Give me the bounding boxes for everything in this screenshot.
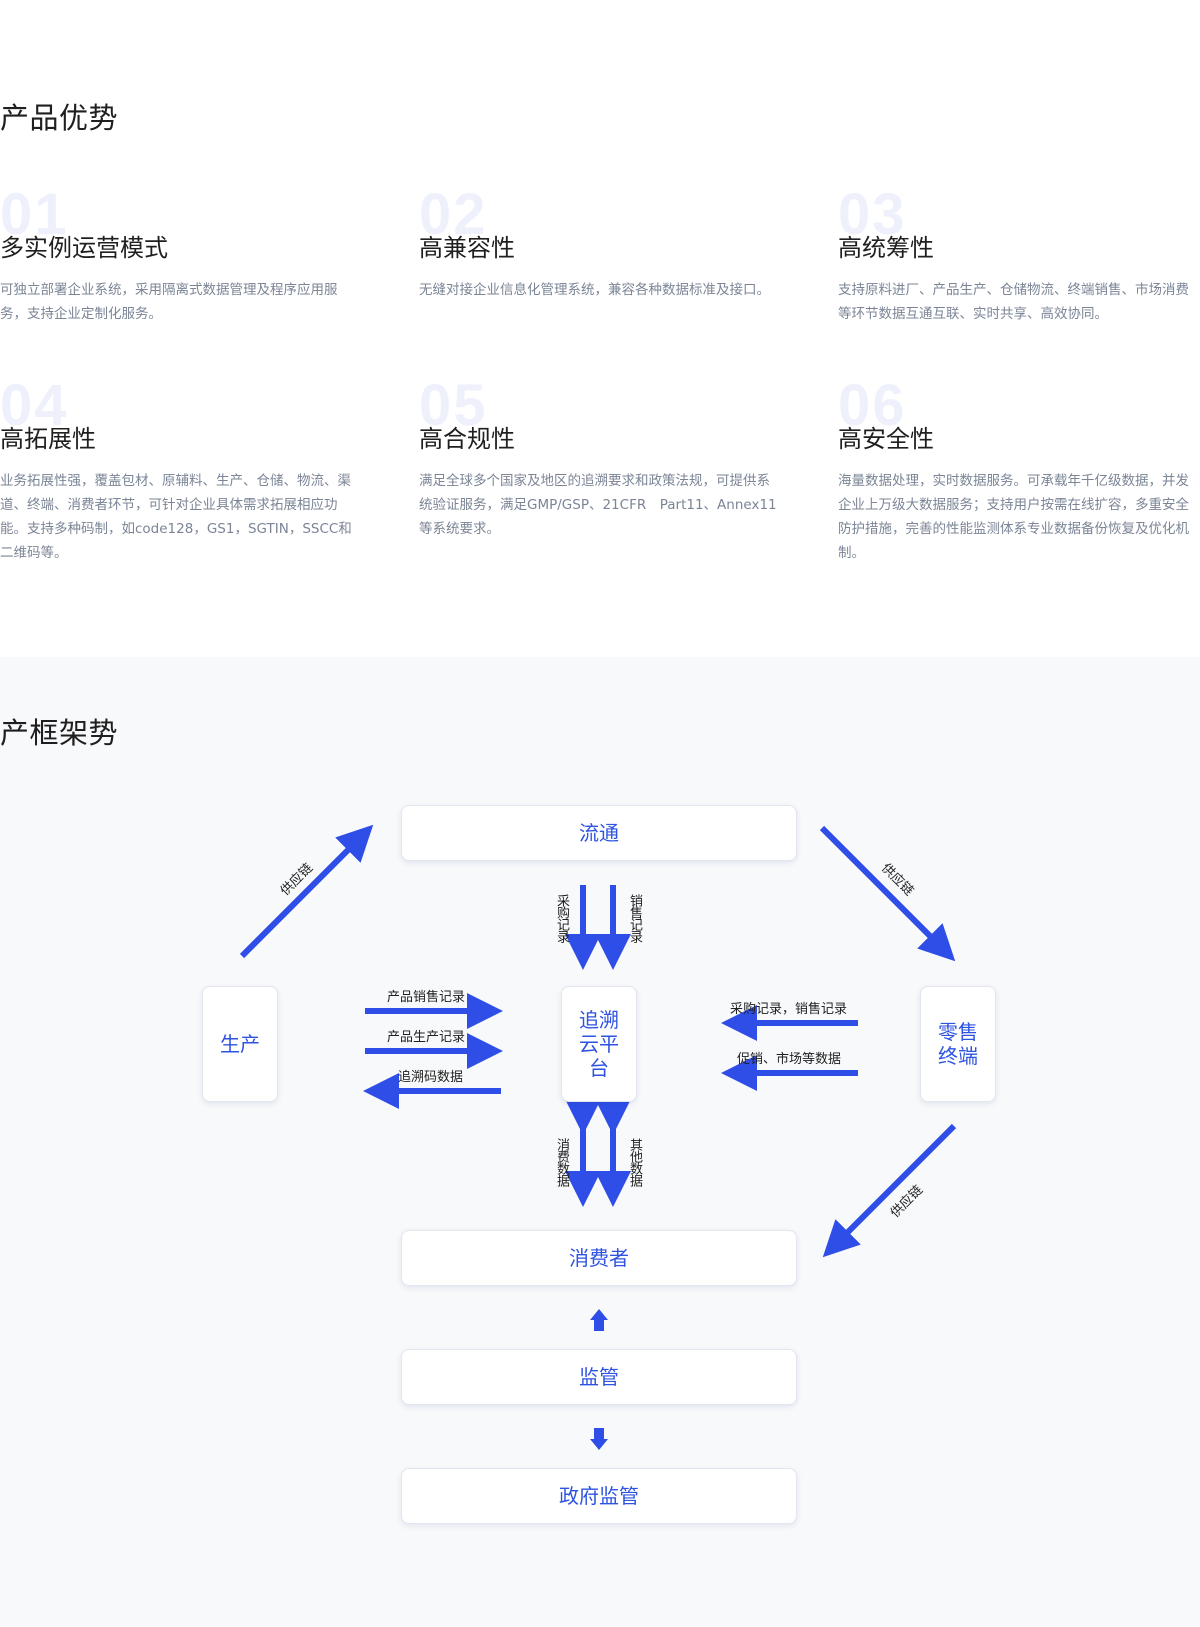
up-arrow-shaft [594,1319,604,1331]
supply-chain-arrow [822,1123,957,1258]
feature-description: 业务拓展性强，覆盖包材、原辅料、生产、仓储、物流、渠道、终端、消费者环节，可针对… [0,473,352,561]
trace-code-data-label: 追溯码数据 [398,1070,464,1085]
down-arrow-shaft [594,1428,604,1440]
feature-number: 04 [0,373,69,438]
feature-title: 高兼容性 [419,234,515,262]
feature-description: 满足全球多个国家及地区的追溯要求和政策法规，可提供系统验证服务，满足GMP/GS… [419,473,777,537]
product-sales-record-label: 产品销售记录 [387,990,466,1005]
feature-number: 02 [419,182,488,247]
node-supervision: 监管 [401,1349,797,1405]
advantages-title: 产品优势 [0,101,119,135]
node-retail-terminal: 零售终端 [920,986,996,1102]
feature-number: 06 [838,373,907,438]
promo-market-data-label: 促销、市场等数据 [737,1052,842,1067]
architecture-title: 产框架势 [0,716,119,750]
feature-description: 可独立部署企业系统，采用隔离式数据管理及程序应用服务，支持企业定制化服务。 [0,282,338,322]
node-production: 生产 [202,986,278,1102]
feature-description: 无缝对接企业信息化管理系统，兼容各种数据标准及接口。 [419,282,770,298]
feature-title: 高合规性 [419,425,515,453]
feature-title: 高安全性 [838,425,934,453]
purchase-record-label: 采购记录 [554,894,569,942]
node-consumer: 消费者 [401,1230,797,1286]
feature-title: 高统筹性 [838,234,934,262]
supply-chain-arrow [819,825,956,962]
purchase-sales-record-label: 采购记录，销售记录 [730,1002,848,1017]
node-government: 政府监管 [401,1468,797,1524]
up-arrow-head [590,1309,608,1320]
feature-number: 03 [838,182,907,247]
feature-number: 05 [419,373,488,438]
other-data-label: 其他数据 [627,1138,642,1186]
feature-description: 海量数据处理，实时数据服务。可承载年千亿级数据，并发企业上万级大数据服务；支持用… [838,473,1189,561]
feature-title: 多实例运营模式 [0,234,168,262]
sales-record-label: 销售记录 [627,894,642,942]
consumption-data-label: 消费数据 [554,1138,569,1186]
node-trace-platform: 追溯云平台 [561,986,637,1102]
feature-number: 01 [0,182,69,247]
down-arrow-head [590,1439,608,1450]
node-circulation: 流通 [401,805,797,861]
feature-title: 高拓展性 [0,425,96,453]
feature-description: 支持原料进厂、产品生产、仓储物流、终端销售、市场消费等环节数据互通互联、实时共享… [838,282,1189,322]
supply-chain-arrow [239,824,374,959]
product-production-record-label: 产品生产记录 [387,1030,466,1045]
